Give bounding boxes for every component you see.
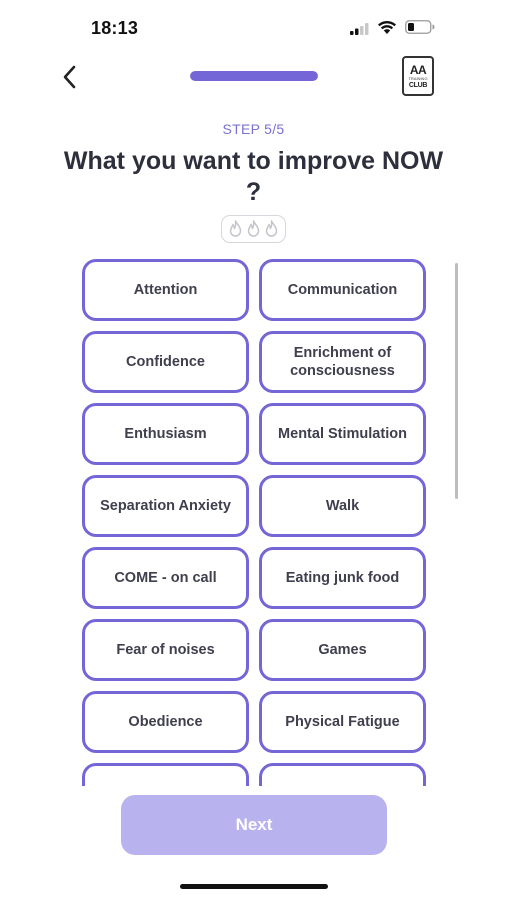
wifi-icon: [377, 19, 397, 40]
option-come-on-call[interactable]: COME - on call: [82, 547, 249, 609]
status-time: 18:13: [91, 18, 139, 38]
option-fear-of-noises[interactable]: Fear of noises: [82, 619, 249, 681]
chevron-left-icon: [63, 65, 76, 89]
next-button[interactable]: Next: [121, 795, 387, 855]
flame-icon: [265, 220, 278, 237]
option-games[interactable]: Games: [259, 619, 426, 681]
option-obedience[interactable]: Obedience: [82, 691, 249, 753]
home-indicator: [180, 884, 328, 889]
difficulty-badge: [221, 215, 286, 243]
option-partially-visible[interactable]: [82, 763, 249, 786]
option-physical-fatigue[interactable]: Physical Fatigue: [259, 691, 426, 753]
page-title: What you want to improve NOW ?: [63, 147, 444, 206]
option-enthusiasm[interactable]: Enthusiasm: [82, 403, 249, 465]
option-walk[interactable]: Walk: [259, 475, 426, 537]
options-list[interactable]: Attention Communication Confidence Enric…: [82, 259, 427, 786]
scrollbar[interactable]: [455, 263, 458, 499]
option-communication[interactable]: Communication: [259, 259, 426, 321]
option-partially-visible[interactable]: [259, 763, 426, 786]
progress-bar: [190, 71, 318, 81]
option-separation-anxiety[interactable]: Separation Anxiety: [82, 475, 249, 537]
logo-text-line1: AA: [409, 62, 427, 77]
flame-icon: [247, 220, 260, 237]
logo-text-line3: CLUB: [408, 81, 428, 89]
option-eating-junk-food[interactable]: Eating junk food: [259, 547, 426, 609]
option-mental-stimulation[interactable]: Mental Stimulation: [259, 403, 426, 465]
battery-icon: [405, 20, 435, 39]
cellular-signal-icon: [350, 22, 370, 40]
status-bar: 18:13: [0, 0, 507, 56]
option-enrichment-of-consciousness[interactable]: Enrichment of consciousness: [259, 331, 426, 393]
option-attention[interactable]: Attention: [82, 259, 249, 321]
flame-icon: [229, 220, 242, 237]
option-confidence[interactable]: Confidence: [82, 331, 249, 393]
logo-text-line2: TRAINING: [408, 75, 428, 81]
brand-logo: AA TRAINING CLUB: [402, 56, 434, 96]
back-button[interactable]: [54, 62, 84, 92]
step-label: STEP 5/5: [222, 121, 285, 137]
progress-bar-fill: [190, 71, 318, 81]
